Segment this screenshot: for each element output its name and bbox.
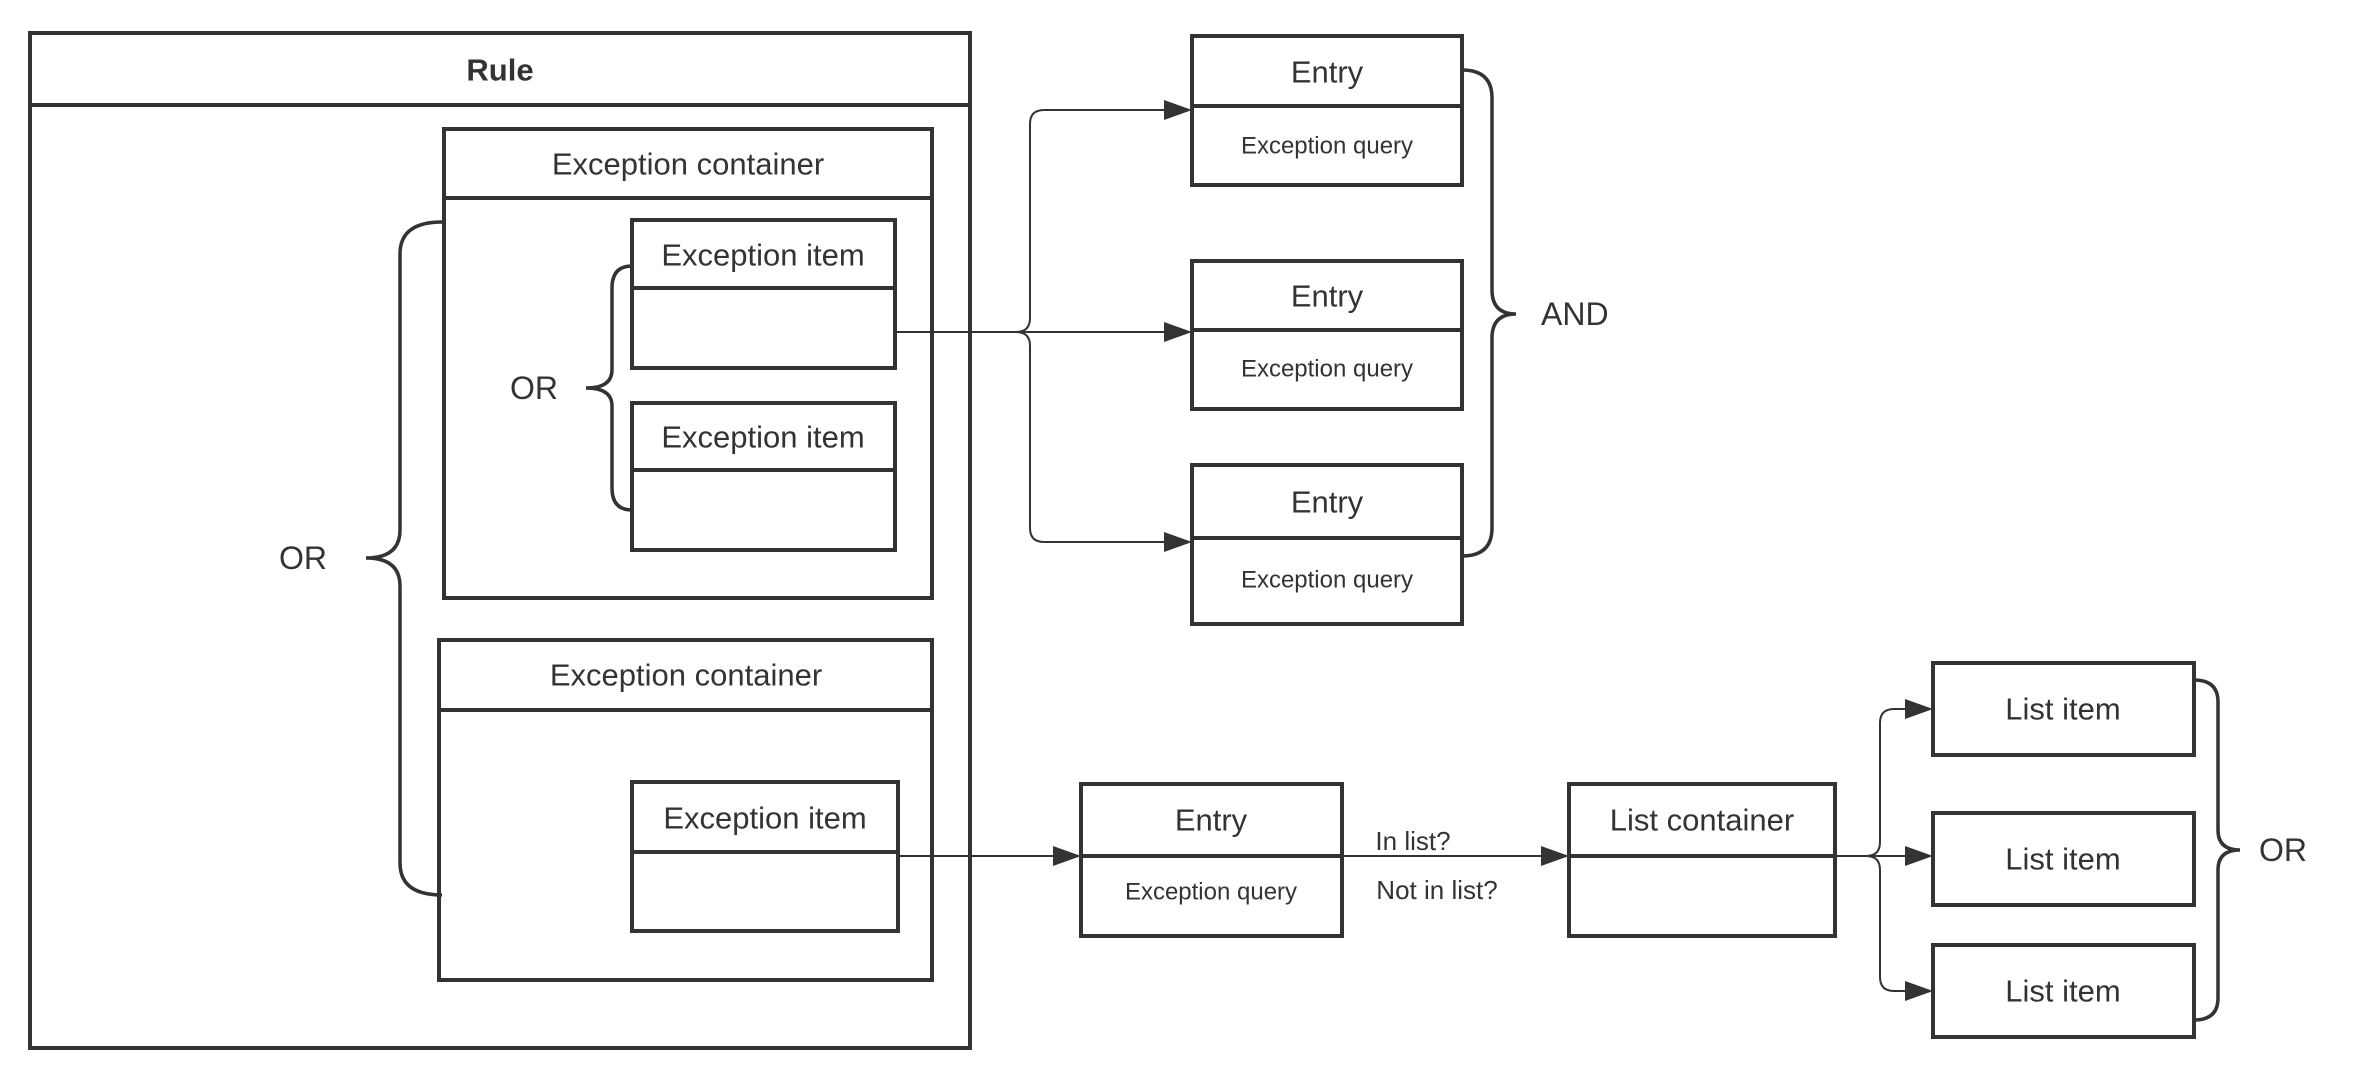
list-container-title: List container xyxy=(1610,803,1794,838)
entry-2-title: Entry xyxy=(1291,279,1364,314)
list-item-2 xyxy=(1931,811,2196,907)
and-label: AND xyxy=(1541,296,1609,332)
entry-4-query: Exception query xyxy=(1125,879,1297,906)
entry-2-query: Exception query xyxy=(1241,356,1413,383)
outer-or-brace xyxy=(365,220,443,897)
inner-or-label: OR xyxy=(510,370,558,406)
arrowhead-list-item3 xyxy=(1905,981,1933,1001)
list-item-2-label: List item xyxy=(2005,842,2120,877)
list-item-3 xyxy=(1931,943,2196,1039)
wire-listcontainer-item1 xyxy=(1865,708,1907,857)
arrowhead-list-container xyxy=(1541,846,1569,866)
entry-3-query: Exception query xyxy=(1241,567,1413,594)
entry-1-title: Entry xyxy=(1291,55,1364,90)
entry-4-title: Entry xyxy=(1175,803,1248,838)
wire-listcontainer-item3 xyxy=(1865,855,1907,992)
entry-1-query: Exception query xyxy=(1241,133,1413,160)
arrowhead-entry3 xyxy=(1164,532,1192,552)
list-item-1-label: List item xyxy=(2005,692,2120,727)
exception-item-2-label: Exception item xyxy=(661,420,864,455)
entry-3-title: Entry xyxy=(1291,485,1364,520)
exception-item-2 xyxy=(630,401,897,552)
outer-or-label: OR xyxy=(279,540,327,576)
list-container xyxy=(1567,782,1837,938)
list-or-label: OR xyxy=(2259,832,2307,868)
exception-item-3 xyxy=(630,780,900,933)
arrowhead-list-item2 xyxy=(1905,846,1933,866)
list-or-brace xyxy=(2193,678,2241,1022)
arrowhead-list-item1 xyxy=(1905,699,1933,719)
list-item-3-label: List item xyxy=(2005,974,2120,1009)
exception-item-1 xyxy=(630,218,897,370)
arrowhead-entry2 xyxy=(1164,322,1192,342)
exception-item-1-label: Exception item xyxy=(661,238,864,273)
entry-1 xyxy=(1190,34,1464,187)
arrowhead-entry4 xyxy=(1053,846,1081,866)
entry-2 xyxy=(1190,259,1464,411)
edge-label-in-list: In list? xyxy=(1375,826,1450,856)
list-item-1 xyxy=(1931,661,2196,757)
entry-3 xyxy=(1190,463,1464,626)
entry-4 xyxy=(1079,782,1344,938)
edge-label-not-in-list: Not in list? xyxy=(1376,875,1497,905)
arrowhead-entry1 xyxy=(1164,100,1192,120)
inner-or-brace xyxy=(585,264,633,512)
wire-item1-entry3 xyxy=(1015,331,1166,543)
wire-item1-entry1 xyxy=(1015,109,1166,333)
exception-container-1-title: Exception container xyxy=(552,147,824,182)
exception-item-3-label: Exception item xyxy=(663,801,866,836)
exception-container-2-title: Exception container xyxy=(550,658,822,693)
and-brace xyxy=(1461,68,1517,558)
rule-title: Rule xyxy=(466,53,533,88)
